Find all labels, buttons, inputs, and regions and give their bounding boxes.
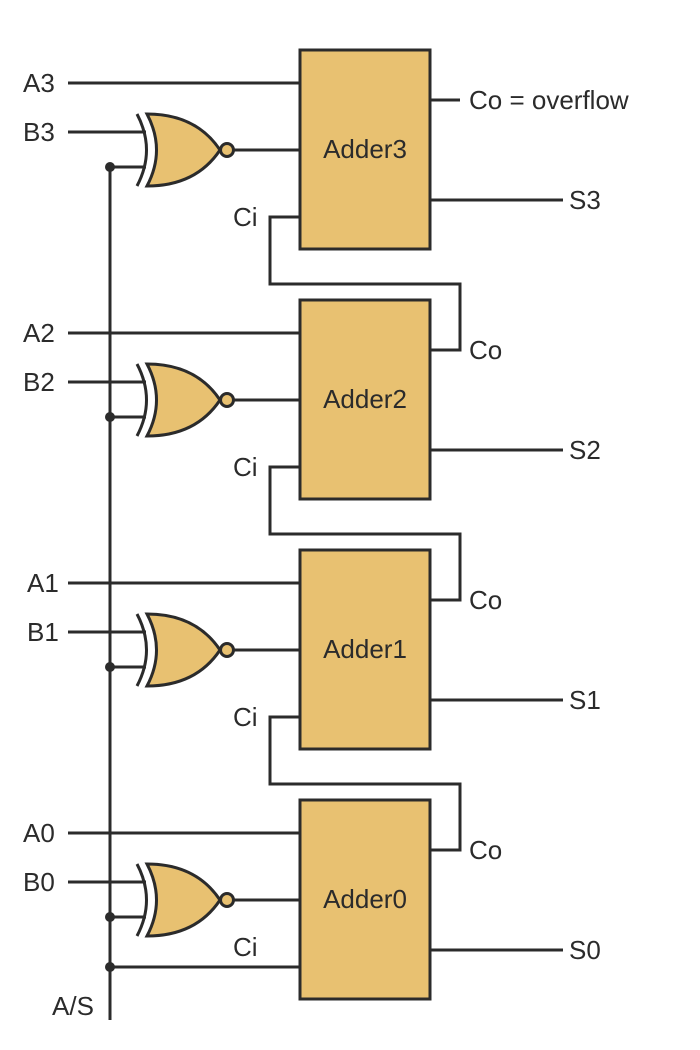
stage-1: A1 B1 Adder1 Co S1 Ci (27, 548, 601, 751)
input-b-label: B0 (23, 867, 55, 897)
inverter-bubble (219, 892, 235, 908)
adder-block (298, 48, 432, 251)
input-a-label: A2 (23, 318, 55, 348)
xnor-gate (135, 862, 235, 938)
inverter-bubble (219, 392, 235, 408)
input-a-label: A3 (23, 68, 55, 98)
stage-0: A0 B0 Adder0 Co S0 Ci (23, 798, 601, 1001)
carry-chain-wire (268, 715, 462, 852)
adder-label: Adder0 (323, 884, 407, 914)
sum-label: S1 (569, 685, 601, 715)
sum-label: S3 (569, 185, 601, 215)
input-a-label: A0 (23, 818, 55, 848)
adder-block (298, 548, 432, 751)
carry-chain-wire (268, 465, 462, 602)
adder-block (298, 798, 432, 1001)
carry-chain-wire (268, 215, 462, 352)
input-b-label: B2 (23, 367, 55, 397)
adder-label: Adder3 (323, 134, 407, 164)
junction-dot (105, 162, 115, 172)
carry-out-label: Co (469, 335, 502, 365)
junction-dot (105, 412, 115, 422)
xnor-gate (135, 612, 235, 688)
stage-2: A2 B2 Adder2 Co S2 Ci (23, 298, 601, 501)
sum-label: S0 (569, 935, 601, 965)
carry-in-label: Ci (233, 702, 258, 732)
control-label: A/S (52, 991, 94, 1021)
adder-label: Adder1 (323, 634, 407, 664)
input-b-label: B1 (27, 617, 59, 647)
junction-dot (105, 912, 115, 922)
carry-out-label: Co = overflow (469, 85, 629, 115)
sum-label: S2 (569, 435, 601, 465)
junction-dot (105, 962, 115, 972)
input-a-label: A1 (27, 568, 59, 598)
stage-3: A3 B3 Adder3 Co = overflow S3 Ci (23, 48, 629, 251)
carry-in-label: Ci (233, 202, 258, 232)
carry-in-label: Ci (233, 932, 258, 962)
xnor-gate (135, 112, 235, 188)
adder-block (298, 298, 432, 501)
junction-dot (105, 662, 115, 672)
xnor-gate (135, 362, 235, 438)
inverter-bubble (219, 642, 235, 658)
input-b-label: B3 (23, 117, 55, 147)
adder-label: Adder2 (323, 384, 407, 414)
carry-out-label: Co (469, 835, 502, 865)
carry-in-label: Ci (233, 452, 258, 482)
inverter-bubble (219, 142, 235, 158)
carry-out-label: Co (469, 585, 502, 615)
